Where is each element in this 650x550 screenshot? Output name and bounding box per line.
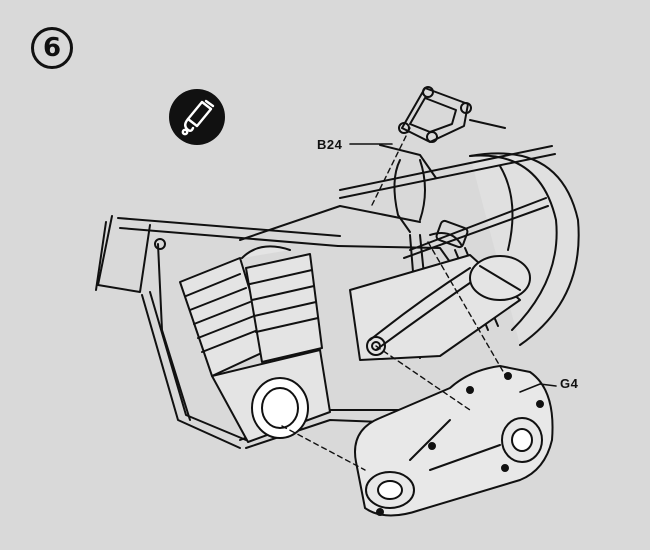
leader-line-g4 (519, 383, 557, 393)
rear-wheel (469, 152, 580, 346)
transmission (349, 254, 531, 361)
glue-tube-icon (169, 89, 225, 145)
callout-g4: G4 (560, 376, 579, 391)
callout-b24: B24 (317, 137, 343, 152)
assembly-guide-lines (281, 127, 509, 471)
step-number: 6 (42, 33, 62, 63)
engine-cylinders (179, 245, 323, 377)
part-g4-primary-cover (354, 365, 554, 517)
rear-frame-rails (339, 119, 556, 259)
part-b24 (379, 86, 472, 233)
step-number-badge: 6 (31, 27, 73, 69)
crankcase (211, 349, 331, 443)
